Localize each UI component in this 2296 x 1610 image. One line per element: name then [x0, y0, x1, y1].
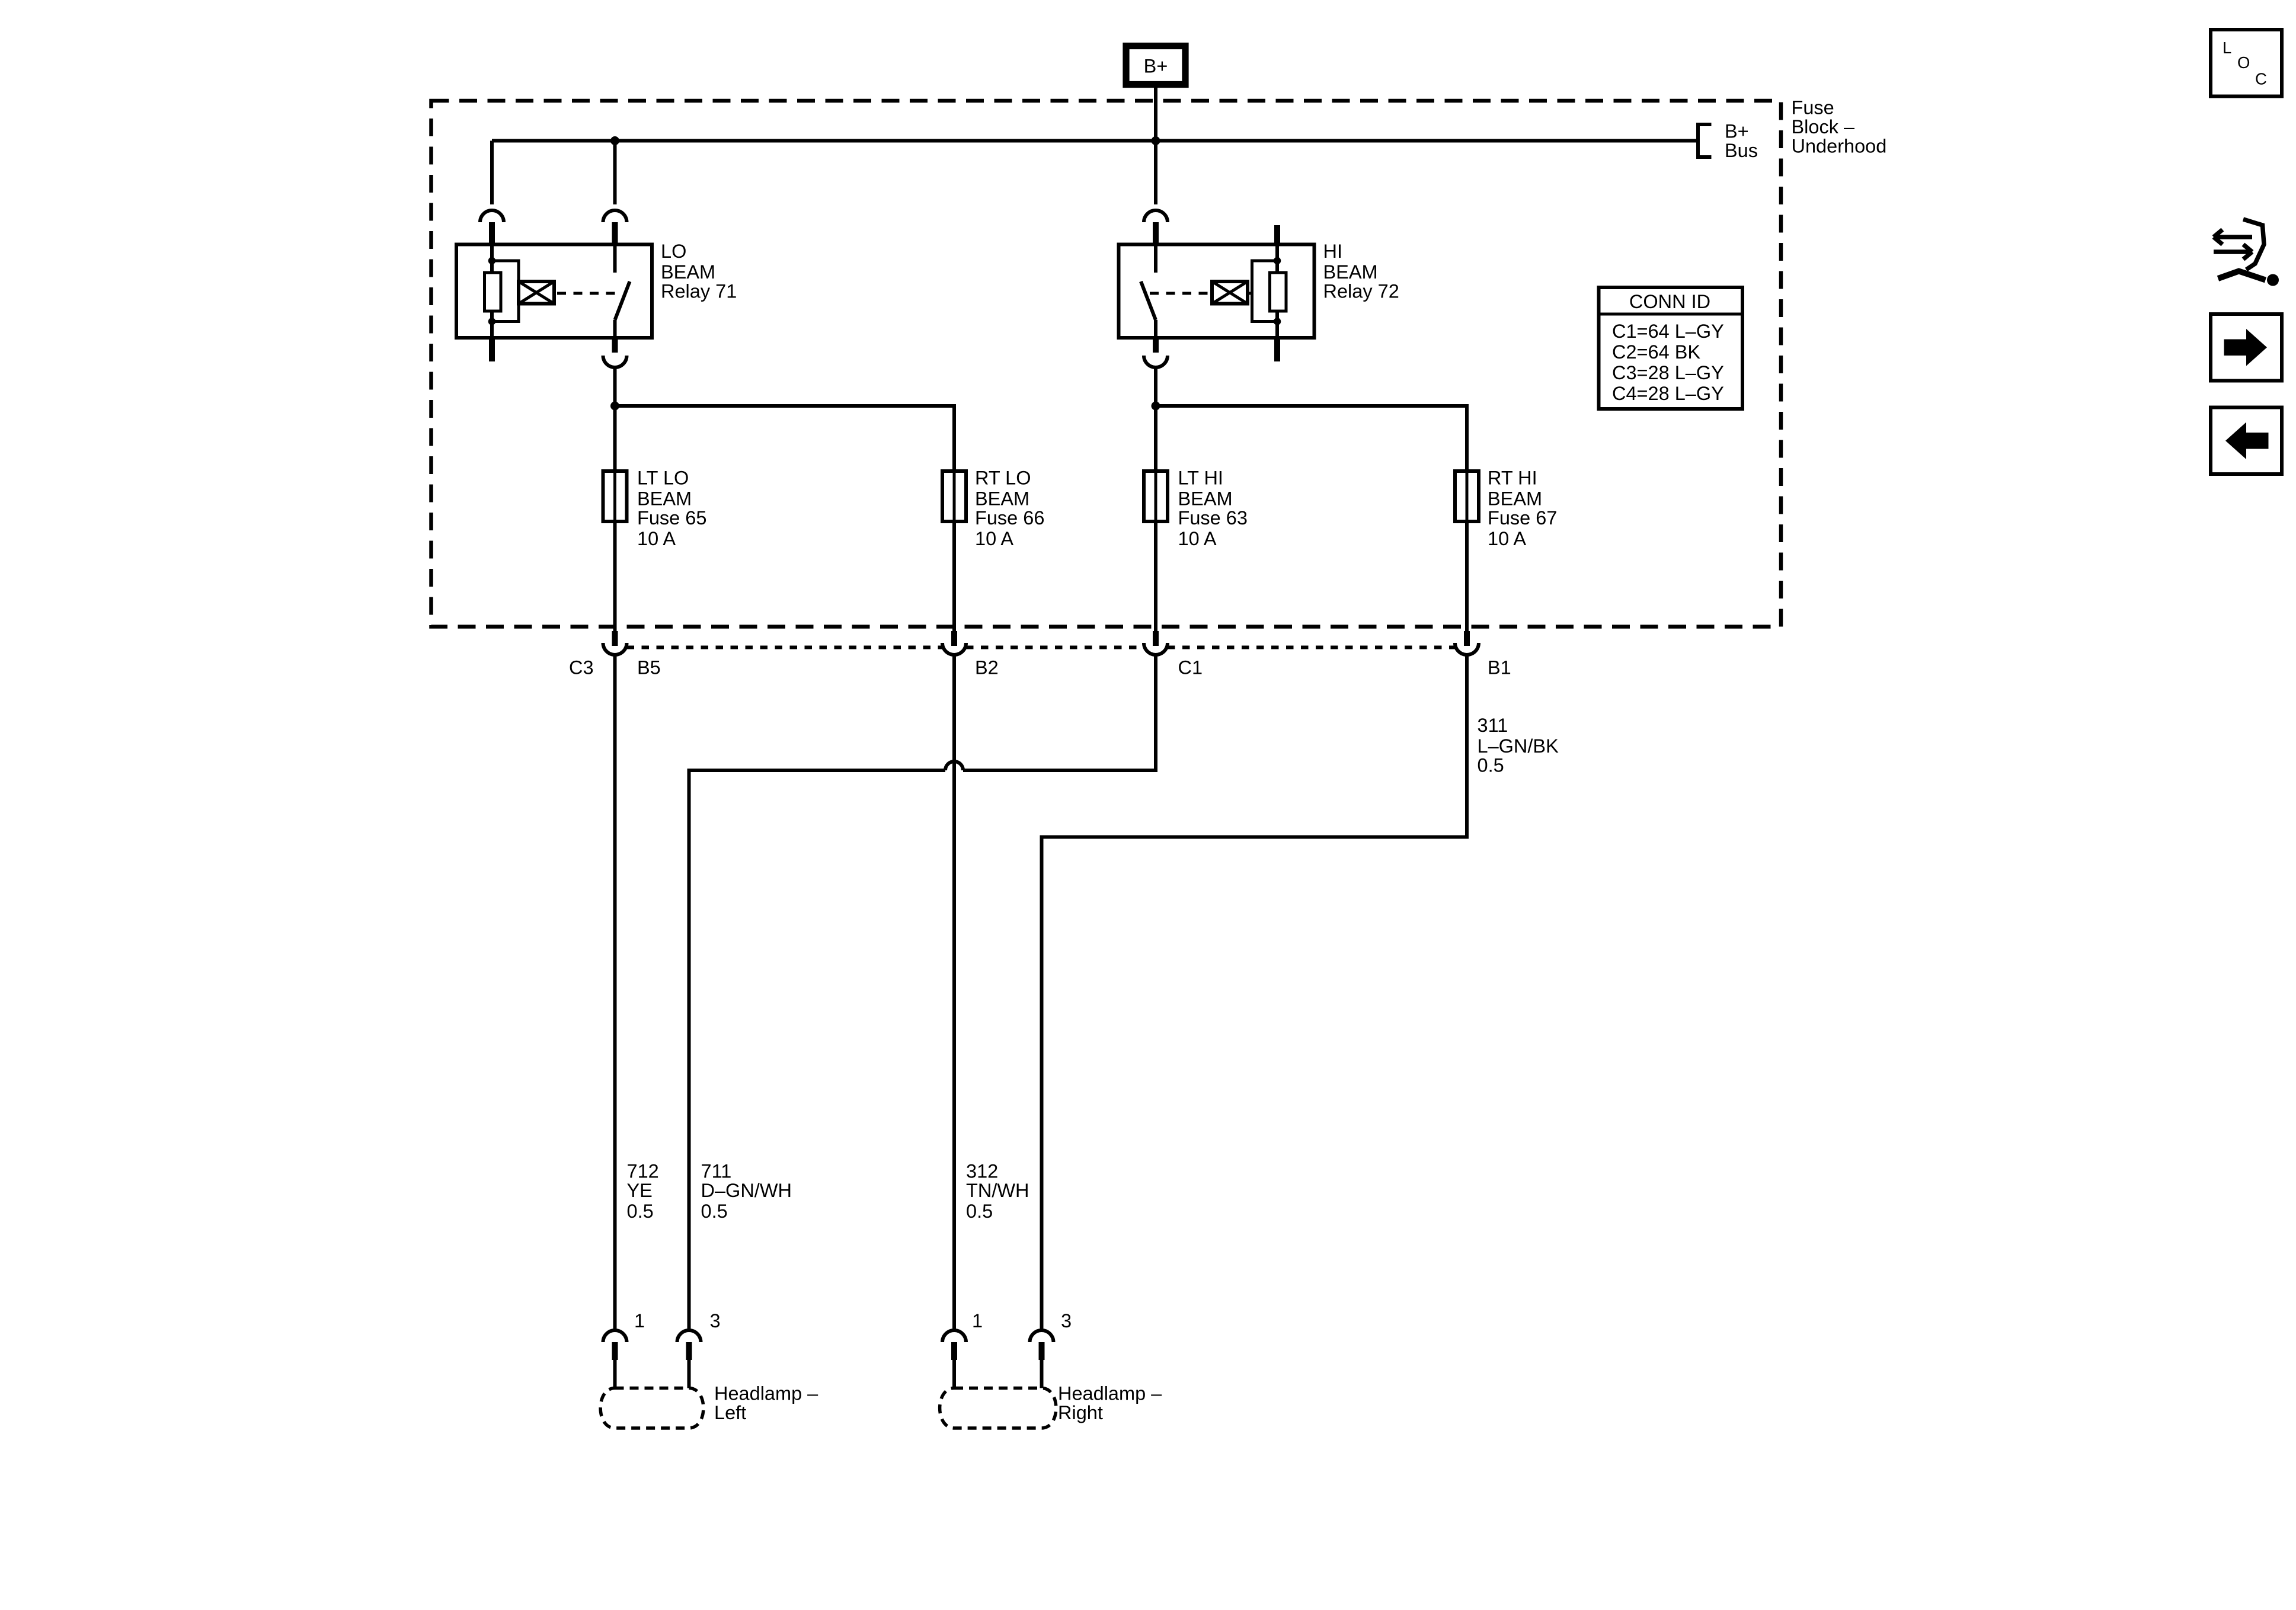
headlamp-right — [938, 1329, 1058, 1430]
svg-text:711: 711 — [701, 1161, 732, 1182]
headlamp-left-labels: 1 3 Headlamp – Left — [634, 1310, 818, 1423]
fuse-branch-wiring — [610, 367, 1469, 631]
svg-text:0.5: 0.5 — [1478, 755, 1504, 776]
svg-text:L–GN/BK: L–GN/BK — [1478, 735, 1559, 757]
svg-text:BEAM: BEAM — [1178, 488, 1233, 510]
svg-text:Bus: Bus — [1725, 140, 1758, 161]
wire-711-label: 711 D–GN/WH 0.5 — [701, 1161, 792, 1222]
svg-text:Fuse 65: Fuse 65 — [637, 507, 706, 529]
next-page-button[interactable] — [2209, 312, 2284, 383]
svg-text:C2=64 BK: C2=64 BK — [1612, 341, 1700, 363]
previous-page-button[interactable] — [2209, 405, 2284, 476]
svg-text:312: 312 — [966, 1161, 998, 1182]
fuse-67-rt-hi-beam: RT HI BEAM Fuse 67 10 A — [1453, 468, 1557, 549]
svg-text:0.5: 0.5 — [701, 1201, 728, 1222]
svg-text:Fuse: Fuse — [1792, 97, 1834, 119]
svg-text:B2: B2 — [975, 657, 999, 678]
svg-text:Fuse 63: Fuse 63 — [1178, 507, 1248, 529]
battery-positive-source: B+ — [1123, 42, 1189, 141]
svg-text:C1=64 L–GY: C1=64 L–GY — [1612, 321, 1724, 342]
svg-text:0.5: 0.5 — [627, 1201, 654, 1222]
svg-text:BEAM: BEAM — [637, 488, 692, 510]
svg-text:10 A: 10 A — [975, 528, 1013, 549]
svg-text:YE: YE — [627, 1180, 653, 1201]
svg-text:Fuse 66: Fuse 66 — [975, 507, 1044, 529]
svg-text:1: 1 — [634, 1310, 645, 1331]
svg-text:10 A: 10 A — [1178, 528, 1217, 549]
svg-text:Left: Left — [714, 1402, 746, 1423]
svg-text:C1: C1 — [1178, 657, 1203, 678]
next-arrow-icon — [2224, 329, 2267, 366]
connector-pins-row — [601, 631, 1480, 657]
svg-text:BEAM: BEAM — [1488, 488, 1542, 510]
svg-text:10 A: 10 A — [1488, 528, 1526, 549]
svg-text:B1: B1 — [1488, 657, 1511, 678]
wire-712-label: 712 YE 0.5 — [627, 1161, 659, 1222]
svg-text:Fuse 67: Fuse 67 — [1488, 507, 1557, 529]
harness-wires — [613, 655, 1469, 1330]
svg-text:L: L — [2223, 39, 2231, 57]
svg-text:10 A: 10 A — [637, 528, 676, 549]
svg-text:Headlamp –: Headlamp – — [714, 1383, 818, 1404]
svg-text:Underhood: Underhood — [1792, 136, 1887, 157]
svg-text:O: O — [2237, 53, 2250, 72]
svg-text:BEAM: BEAM — [661, 261, 715, 283]
lo-beam-relay-71 — [455, 209, 654, 369]
svg-text:Right: Right — [1058, 1402, 1103, 1423]
svg-text:3: 3 — [1061, 1310, 1072, 1331]
hi-beam-relay-label: HI BEAM Relay 72 — [1323, 241, 1399, 302]
svg-text:B+: B+ — [1144, 56, 1168, 77]
svg-text:RT HI: RT HI — [1488, 468, 1537, 489]
connector-id-table: CONN ID C1=64 L–GY C2=64 BK C3=28 L–GY C… — [1597, 286, 1744, 411]
fuse-66-rt-lo-beam: RT LO BEAM Fuse 66 10 A — [941, 468, 1044, 549]
previous-arrow-icon — [2225, 422, 2269, 459]
wire-311-label: 311 L–GN/BK 0.5 — [1478, 715, 1559, 776]
svg-text:C4=28 L–GY: C4=28 L–GY — [1612, 383, 1724, 404]
svg-text:0.5: 0.5 — [966, 1201, 993, 1222]
svg-text:LT HI: LT HI — [1178, 468, 1223, 489]
headlamp-left — [599, 1329, 705, 1430]
svg-text:Relay 71: Relay 71 — [661, 281, 737, 302]
svg-text:LO: LO — [661, 241, 686, 262]
svg-text:BEAM: BEAM — [1323, 261, 1378, 283]
svg-text:HI: HI — [1323, 241, 1343, 262]
component-locator-button[interactable]: L O C — [2209, 28, 2284, 98]
bus-label: B+ Bus — [1725, 121, 1758, 162]
svg-text:CONN ID: CONN ID — [1629, 291, 1710, 312]
svg-text:D–GN/WH: D–GN/WH — [701, 1180, 792, 1201]
lo-beam-relay-label: LO BEAM Relay 71 — [661, 241, 737, 302]
svg-text:Block –: Block – — [1792, 116, 1856, 137]
svg-text:BEAM: BEAM — [975, 488, 1029, 510]
hi-beam-relay-72 — [1117, 209, 1316, 369]
svg-text:LT LO: LT LO — [637, 468, 689, 489]
schematic-wrench-icon[interactable] — [2212, 217, 2279, 286]
fuse-block-underhood: Fuse Block – Underhood — [429, 97, 1887, 629]
svg-text:C: C — [2255, 70, 2267, 88]
svg-text:Relay 72: Relay 72 — [1323, 281, 1399, 302]
svg-text:RT LO: RT LO — [975, 468, 1031, 489]
svg-text:712: 712 — [627, 1161, 659, 1182]
svg-text:1: 1 — [972, 1310, 983, 1331]
fuse-65-lt-lo-beam: LT LO BEAM Fuse 65 10 A — [601, 468, 706, 549]
svg-text:C3: C3 — [569, 657, 594, 678]
svg-text:Headlamp –: Headlamp – — [1058, 1383, 1162, 1404]
svg-text:311: 311 — [1478, 715, 1508, 736]
b-plus-bus — [490, 123, 1712, 204]
svg-text:3: 3 — [710, 1310, 721, 1331]
wire-312-label: 312 TN/WH 0.5 — [966, 1161, 1029, 1222]
svg-text:TN/WH: TN/WH — [966, 1180, 1029, 1201]
svg-text:B+: B+ — [1725, 121, 1749, 142]
fuse-block-label: Fuse Block – Underhood — [1792, 97, 1887, 157]
fuse-63-lt-hi-beam: LT HI BEAM Fuse 63 10 A — [1142, 468, 1248, 549]
headlamp-right-labels: 1 3 Headlamp – Right — [972, 1310, 1162, 1423]
svg-text:B5: B5 — [637, 657, 661, 678]
svg-text:C3=28 L–GY: C3=28 L–GY — [1612, 362, 1724, 383]
pin-labels: C3 B5 B2 C1 B1 — [569, 657, 1511, 678]
